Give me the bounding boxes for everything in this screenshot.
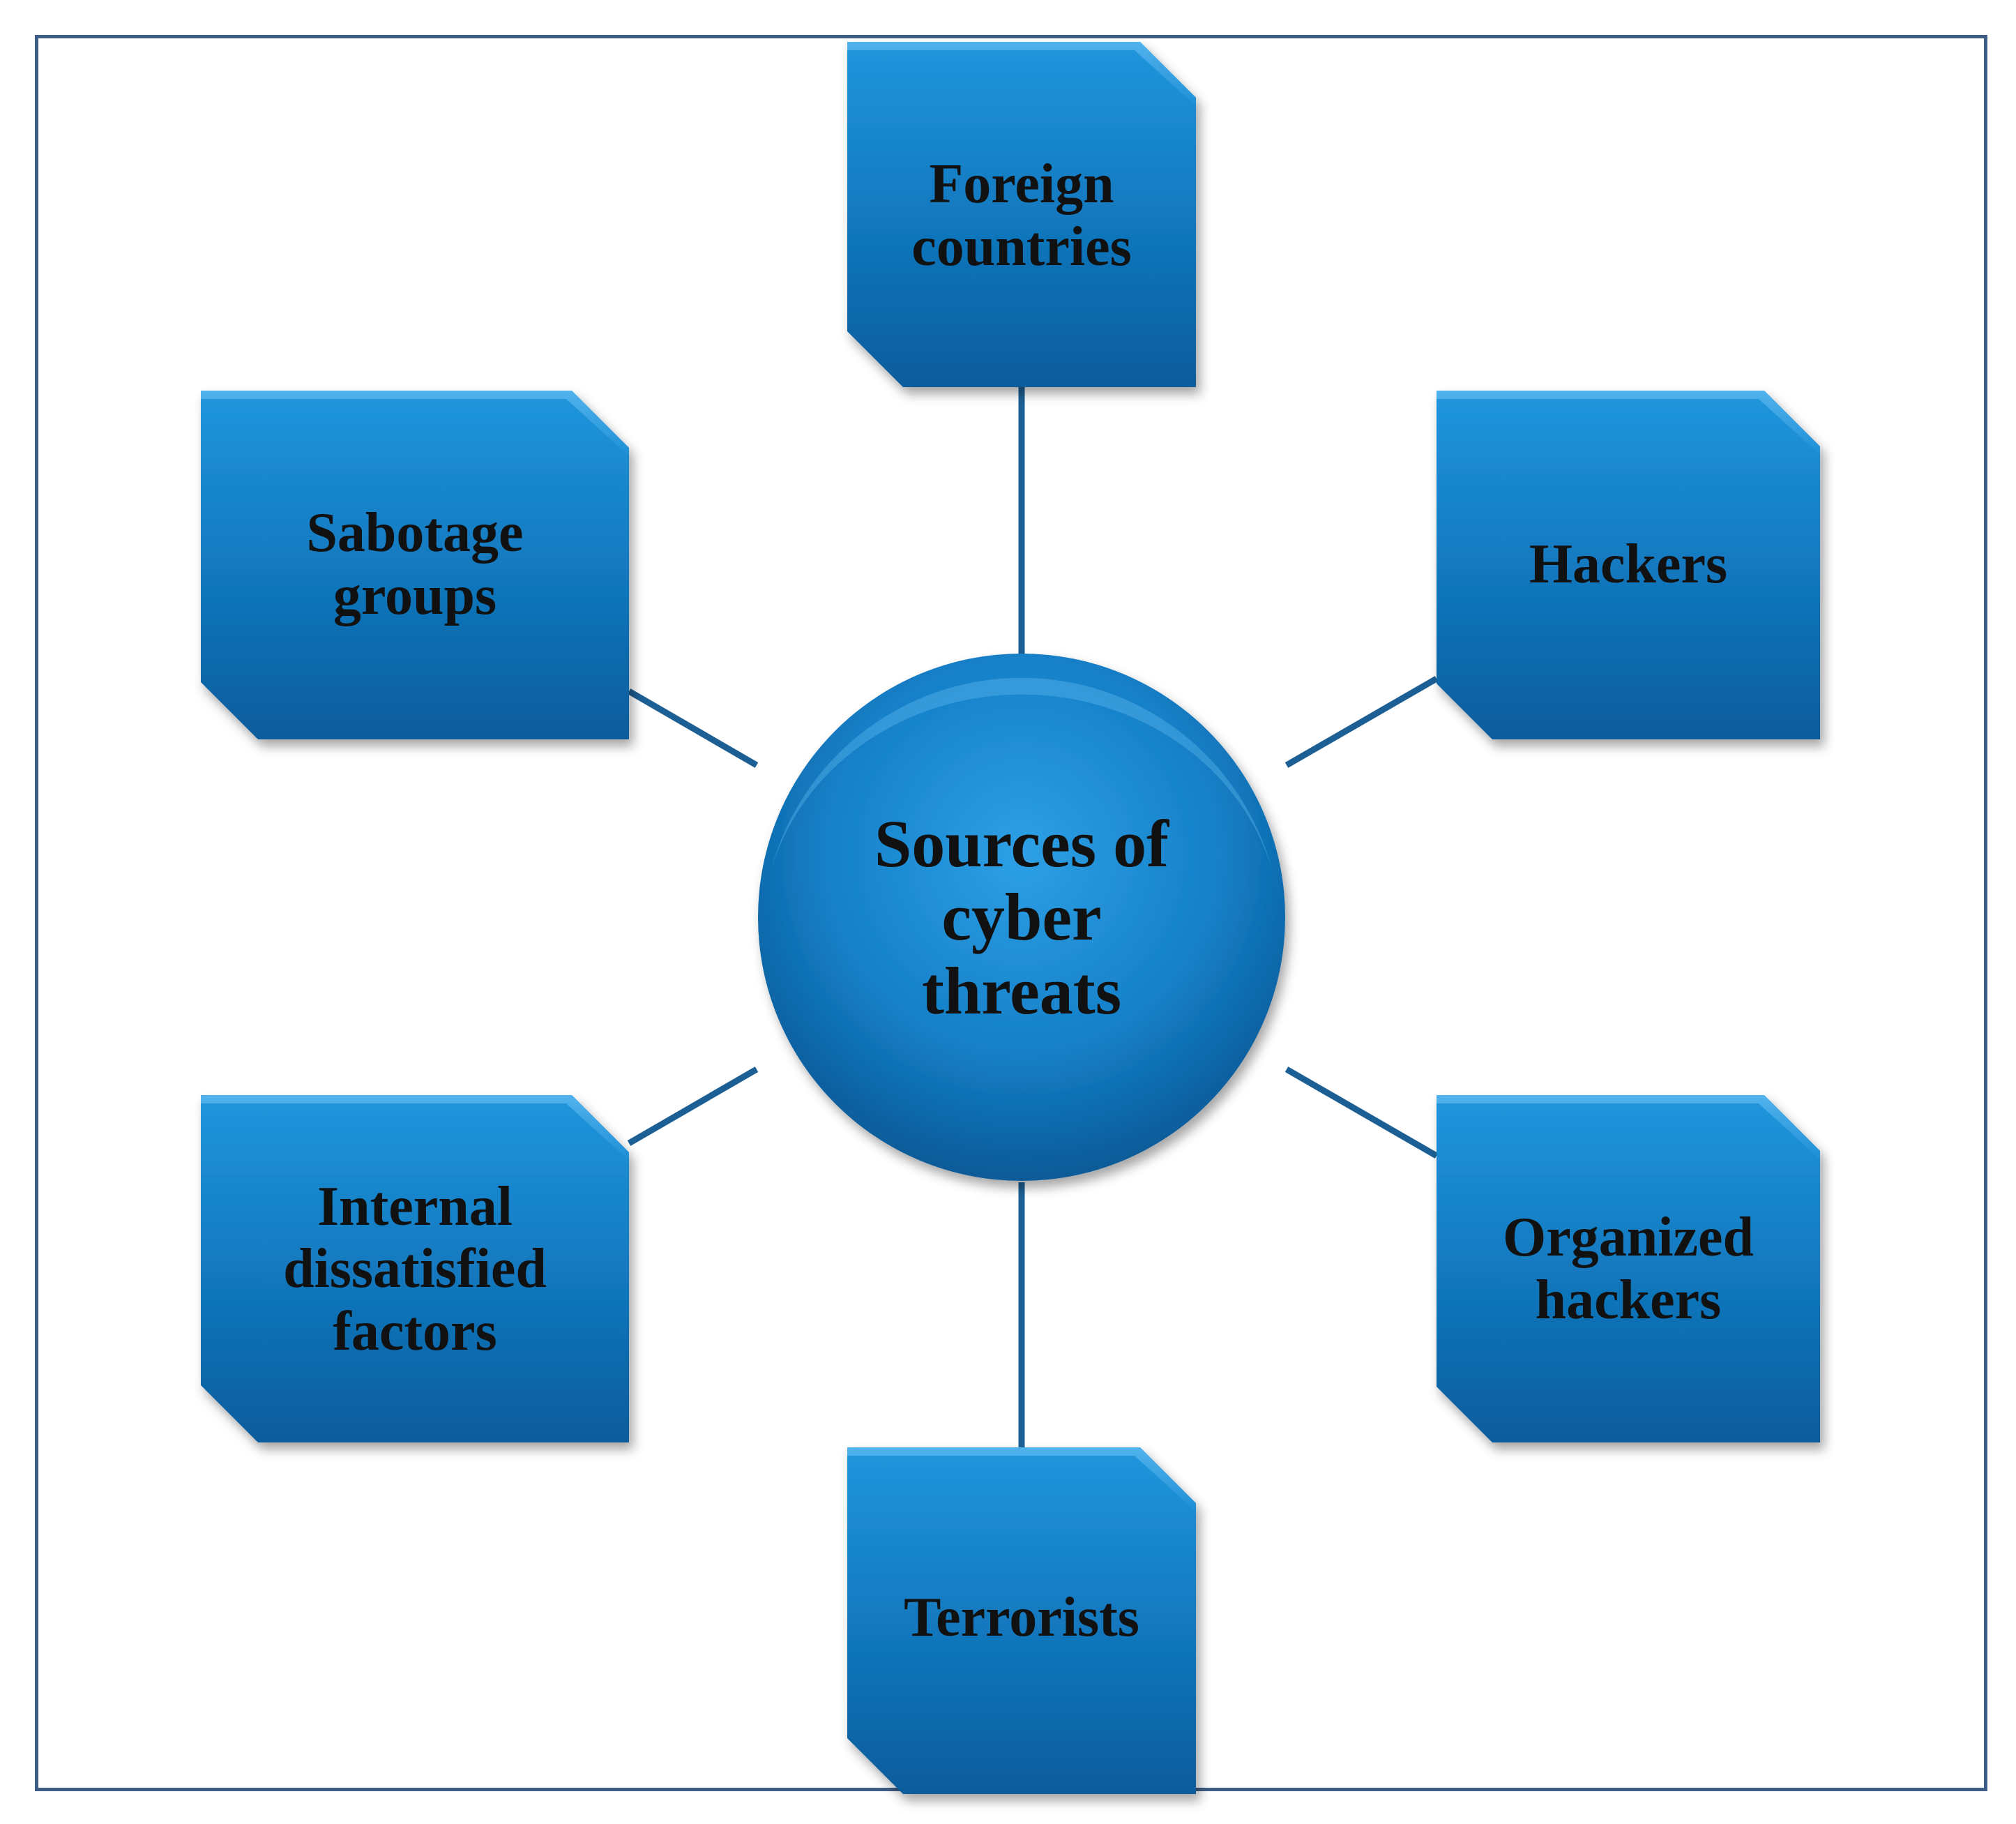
node-internal [201,1095,629,1442]
hub-circle [758,654,1285,1181]
node-label-hackers: Hackers [1529,534,1728,596]
node-label-internal: Internal dissatisfied factors [283,1175,547,1362]
node-label-sabotage: Sabotage groups [306,502,524,626]
node-label-organized: Organized hackers [1503,1207,1754,1331]
connectors [627,387,1439,1447]
connector-hackers [1284,676,1439,768]
connector-internal [627,1066,759,1146]
node-organized [1437,1095,1820,1442]
node-label-terrorists: Terrorists [904,1587,1139,1649]
connector-sabotage [627,688,759,768]
hub-label: Sources of cyber threats [874,806,1169,1028]
connector-organized [1284,1066,1439,1159]
node-sabotage [201,391,629,739]
node-foreign [847,42,1196,387]
node-terrorists [847,1447,1196,1794]
node-hackers [1437,391,1820,739]
node-label-foreign: Foreign countries [911,153,1132,278]
